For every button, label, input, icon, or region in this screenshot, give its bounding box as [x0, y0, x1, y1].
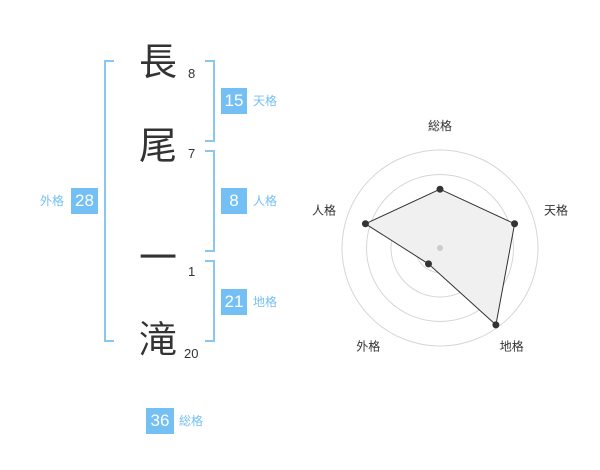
name-char-3: 一 — [138, 236, 177, 280]
chikaku-bracket — [205, 260, 215, 342]
stroke-count-4: 20 — [184, 346, 199, 361]
name-char-1: 長 — [138, 40, 177, 84]
gaikaku-value: 28 — [71, 188, 98, 214]
radar-point — [511, 220, 519, 228]
jinkaku-value: 8 — [221, 188, 247, 214]
jinkaku-label: 人格 — [253, 194, 278, 208]
chikaku-value: 21 — [221, 289, 247, 315]
gaikaku-bracket — [104, 60, 114, 342]
radar-point — [436, 185, 444, 193]
radar-axis-label: 人格 — [312, 202, 336, 217]
radar-ring — [366, 174, 514, 322]
radar-axis-label: 天格 — [544, 202, 568, 217]
stroke-count-2: 7 — [188, 146, 196, 161]
name-char-4: 滝 — [138, 318, 177, 362]
chikaku-label: 地格 — [253, 295, 278, 309]
jinkaku-bracket — [205, 150, 215, 252]
radar-center — [437, 245, 443, 251]
stroke-count-1: 8 — [188, 66, 196, 81]
radar-axis-label: 総格 — [428, 118, 452, 133]
gaikaku-label: 外格 — [40, 194, 65, 208]
radar-point — [424, 260, 432, 268]
tenkaku-value: 15 — [221, 88, 247, 114]
tenkaku-bracket — [205, 60, 215, 142]
radar-point — [492, 321, 500, 329]
soukaku-label: 総格 — [179, 414, 204, 428]
name-char-2: 尾 — [138, 124, 177, 168]
stroke-count-3: 1 — [188, 264, 196, 279]
soukaku-value: 36 — [146, 408, 174, 434]
tenkaku-label: 天格 — [253, 94, 278, 108]
radar-point — [361, 220, 369, 228]
radar-ring — [341, 149, 539, 347]
radar-shape — [364, 188, 516, 326]
radar-axis-label: 地格 — [500, 339, 524, 354]
radar-axis-label: 外格 — [356, 339, 380, 354]
